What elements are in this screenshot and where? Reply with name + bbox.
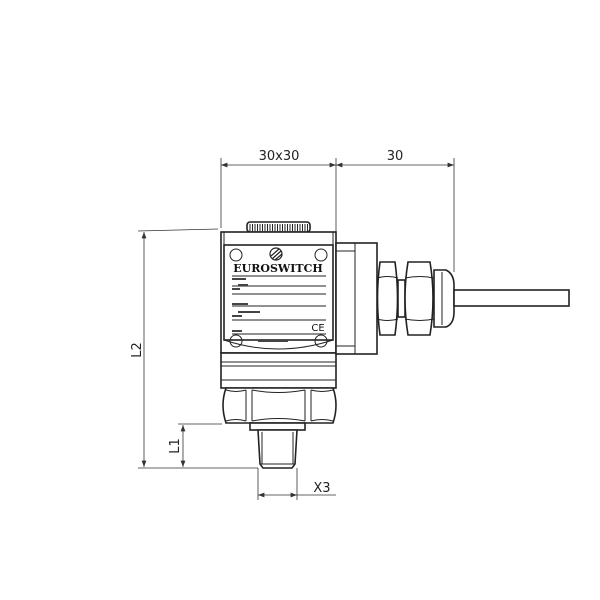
dimension-x3: X3 bbox=[258, 481, 336, 498]
body-base-bands bbox=[220, 352, 337, 389]
nameplate-text-marks bbox=[232, 278, 288, 342]
process-connection-thread bbox=[249, 422, 306, 469]
screw-icon bbox=[229, 248, 243, 262]
dimension-label-l2: L2 bbox=[130, 342, 145, 358]
dimension-label-body-width: 30x30 bbox=[259, 149, 300, 164]
cable bbox=[453, 289, 570, 307]
cable-gland bbox=[376, 261, 455, 336]
connector-housing bbox=[335, 242, 378, 355]
screw-icon bbox=[314, 334, 328, 348]
hex-nut bbox=[222, 387, 337, 424]
ce-mark: CE bbox=[311, 323, 324, 334]
dimension-l2: L2 bbox=[130, 232, 147, 467]
screw-icon bbox=[314, 248, 328, 262]
screw-icon bbox=[229, 334, 243, 348]
dimension-label-side: 30 bbox=[387, 149, 404, 164]
extension-lines bbox=[137, 158, 455, 500]
dimension-l1: L1 bbox=[168, 425, 186, 467]
dimension-label-x3: X3 bbox=[313, 481, 330, 496]
dimension-30x30: 30x30 bbox=[221, 149, 336, 168]
dimension-label-l1: L1 bbox=[168, 438, 183, 454]
switch-body: EUROSWITCH CE bbox=[220, 231, 337, 354]
adjustment-knob bbox=[246, 221, 311, 233]
dimension-30: 30 bbox=[336, 149, 454, 168]
nameplate-lines bbox=[232, 275, 326, 335]
logo-icon bbox=[269, 247, 283, 261]
brand-label: EUROSWITCH bbox=[233, 262, 322, 275]
